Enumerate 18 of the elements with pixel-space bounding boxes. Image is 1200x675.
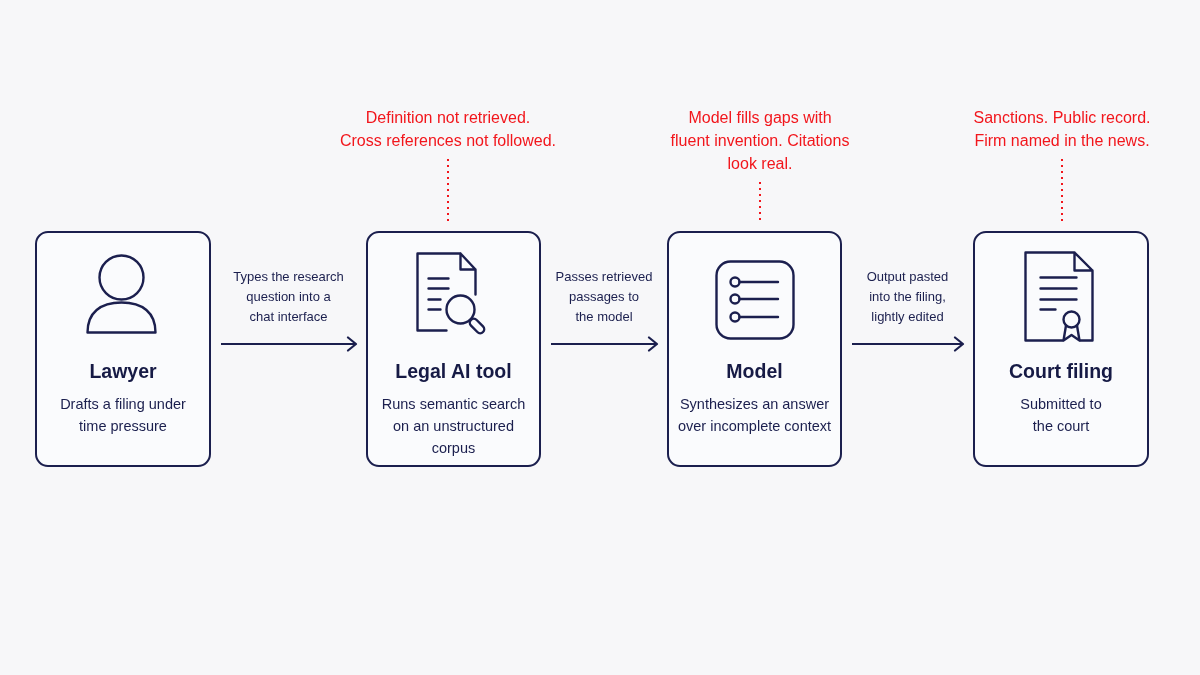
card-description: Runs semantic search on an unstructured corpus — [381, 394, 526, 458]
card-title: Lawyer — [89, 358, 157, 383]
warning-note: Sanctions. Public record. Firm named in the news. — [973, 106, 1151, 152]
card-title: Model — [726, 358, 783, 383]
arrow — [221, 336, 358, 352]
card-title: Court filing — [1009, 358, 1113, 383]
card-description: Submitted to the court — [1020, 394, 1102, 436]
arrow — [852, 336, 965, 352]
card-description: Drafts a filing under time pressure — [60, 394, 186, 436]
process-card — [35, 231, 211, 467]
process-card — [366, 231, 541, 467]
process-card — [973, 231, 1149, 467]
process-card — [667, 231, 842, 467]
warning-note: Definition not retrieved. Cross references not followed. — [339, 106, 557, 152]
card-title: Legal AI tool — [395, 358, 512, 383]
arrow — [551, 336, 659, 352]
card-description: Synthesizes an answer over incomplete context — [677, 394, 832, 436]
warning-note: Model fills gaps with fluent invention. Citations look real. — [670, 106, 850, 175]
